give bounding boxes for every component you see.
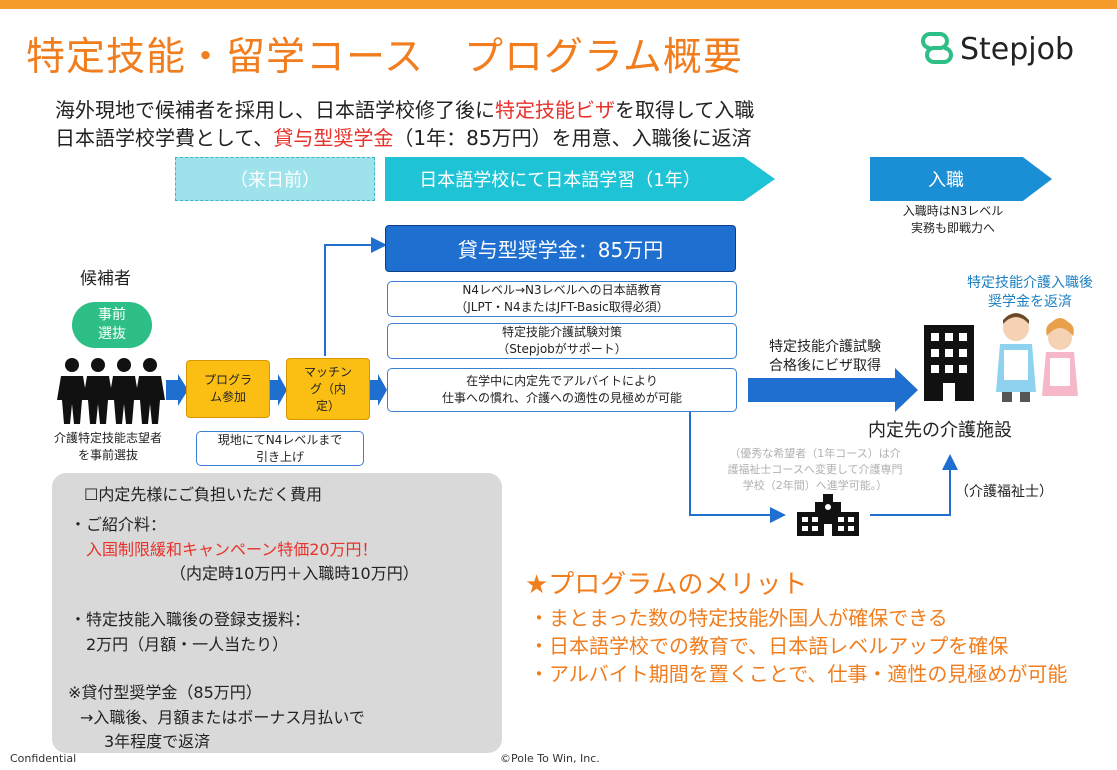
phase-language-school: 日本語学校にて日本語学習（1年） [385,157,775,201]
part-time-job-line-1: 在学中に内定先でアルバイトにより [466,374,658,388]
japanese-education-box: N4レベル→N3レベルへの日本語教育 （JLPT・N4またはJFT-Basic取… [387,281,737,317]
costs-panel [52,473,502,753]
repayment-note-line-1: 特定技能介護入職後 [967,275,1093,291]
summary-line-2-pre: 日本語学校学費として、 [55,126,274,150]
repayment-note-line-2: 奨学金を返済 [988,294,1072,310]
costs-heading: ☐内定先様にご負担いただく費用 [84,485,323,504]
matching-box: マッチン グ（内 定） [286,358,370,420]
phase-language-school-label: 日本語学校にて日本語学習（1年） [419,170,701,191]
care-facility-building-icon [924,325,974,401]
fee-campaign: 入国制限緩和キャンペーン特価20万円！ [86,540,378,559]
support-fee-label: ・特定技能入職後の登録支援料： [70,610,311,629]
candidate-arrow [166,374,188,406]
candidate-label: 候補者 [80,269,131,289]
candidate-note-line-1: 介護特定技能志望者 [53,431,162,445]
japanese-education-line-1: N4レベル→N3レベルへの日本語教育 [462,283,662,297]
loan-label: ※貸付型奨学金（85万円） [68,683,262,702]
vocational-school-icon [797,494,859,536]
phase-pre-arrival: （来日前） [175,157,375,201]
summary-line-1-highlight: 特定技能ビザ [495,98,615,122]
advancement-note: （優秀な希望者（1年コース）は介 護福祉士コースへ変更して介護専門 学校（2年間… [705,446,925,494]
advancement-note-line-2: 護福祉士コースへ変更して介護専門 [727,463,903,476]
top-accent-bar [0,0,1117,9]
part-time-job-box: 在学中に内定先でアルバイトにより 仕事への慣れ、介護への適性の見極めが可能 [387,368,737,412]
exam-prep-box: 特定技能介護試験対策 （Stepjobがサポート） [387,323,737,359]
footer-copyright: ©Pole To Win, Inc. [500,752,600,765]
matching-to-scholarship-line [324,237,387,356]
care-worker-label: （介護福祉士） [955,484,1053,500]
fee-label: ・ご紹介料： [70,515,167,534]
matching-arrow [370,374,387,406]
part-time-job-line-2: 仕事への慣れ、介護への適性の見極めが可能 [441,391,683,405]
college-to-kaigo-line [870,454,958,516]
program-arrow [270,374,287,406]
merit-item: ・日本語学校での教育で、日本語レベルアップを確保 [529,634,1009,658]
candidates-people-icon [57,358,165,424]
stepjob-logo: Stepjob [920,30,1100,70]
candidate-note-line-2: を事前選抜 [77,448,138,462]
local-training-line-2: 引き上げ [255,449,304,464]
stepjob-logo-icon [921,32,953,64]
summary-line-1-post: を取得して入職 [615,98,755,122]
merits-title: ★プログラムのメリット [525,570,808,600]
facility-label: 内定先の介護施設 [868,420,1012,441]
summary-line-2: 日本語学校学費として、貸与型奨学金（1年：85万円）を用意、入職後に返済 [55,122,752,151]
school-to-college-line [689,412,786,523]
page-title: 特定技能・留学コース プログラム概要 [26,35,743,80]
repayment-note: 特定技能介護入職後 奨学金を返済 [955,274,1105,312]
matching-label: マッチン グ（内 定） [303,364,352,413]
visa-note-line-2: 合格後にビザ取得 [769,358,881,374]
program-join-box: プログラ ム参加 [186,360,270,418]
candidate-note: 介護特定技能志望者 を事前選抜 [38,430,178,464]
footer-confidential: Confidential [10,752,77,765]
phase-employment-label: 入職 [928,170,964,191]
exam-prep-line-1: 特定技能介護試験対策 [501,325,622,339]
employment-note-line-1: 入職時はN3レベル [902,204,1004,218]
visa-note: 特定技能介護試験 合格後にビザ取得 [755,338,895,376]
caregivers-illustration-icon [996,313,1078,402]
advancement-note-line-1: （優秀な希望者（1年コース）は介 [729,447,901,460]
visa-note-line-1: 特定技能介護試験 [769,339,881,355]
support-fee-value: 2万円（月額・一人当たり） [86,635,289,654]
local-training-line-1: 現地にてN4レベルまで [217,432,343,447]
merit-item: ・アルバイト期間を置くことで、仕事・適性の見極めが可能 [529,662,1068,686]
loan-line-2: 3年程度で返済 [104,732,211,751]
phase-employment: 入職 [870,157,1052,201]
loan-line-1: →入職後、月額またはボーナス月払いで [80,708,365,727]
scholarship-header: 貸与型奨学金：85万円 [385,225,736,272]
visa-arrow [748,368,918,412]
summary-line-2-post: （1年：85万円）を用意、入職後に返済 [393,126,752,150]
local-training-box: 現地にてN4レベルまで 引き上げ [196,431,364,466]
merit-item: ・まとまった数の特定技能外国人が確保できる [529,606,948,630]
summary-line-2-highlight: 貸与型奨学金 [273,126,394,150]
summary-line-1: 海外現地で候補者を採用し、日本語学校修了後に特定技能ビザを取得して入職 [55,94,754,123]
pre-selection-bubble: 事前 選抜 [72,302,152,348]
fee-detail: （内定時10万円＋入職時10万円） [170,564,419,583]
employment-note-line-2: 実務も即戦力へ [910,221,995,235]
logo-text: Stepjob [960,32,1075,67]
pre-selection-text: 事前 選抜 [98,307,126,342]
program-join-label: プログラ ム参加 [203,373,252,404]
japanese-education-line-2: （JLPT・N4またはJFT-Basic取得必須） [455,300,669,314]
summary-line-1-pre: 海外現地で候補者を採用し、日本語学校修了後に [55,98,495,122]
exam-prep-line-2: （Stepjobがサポート） [497,342,627,356]
advancement-note-line-3: 学校（2年間）へ進学可能。） [742,479,888,492]
employment-note: 入職時はN3レベル 実務も即戦力へ [878,203,1028,237]
